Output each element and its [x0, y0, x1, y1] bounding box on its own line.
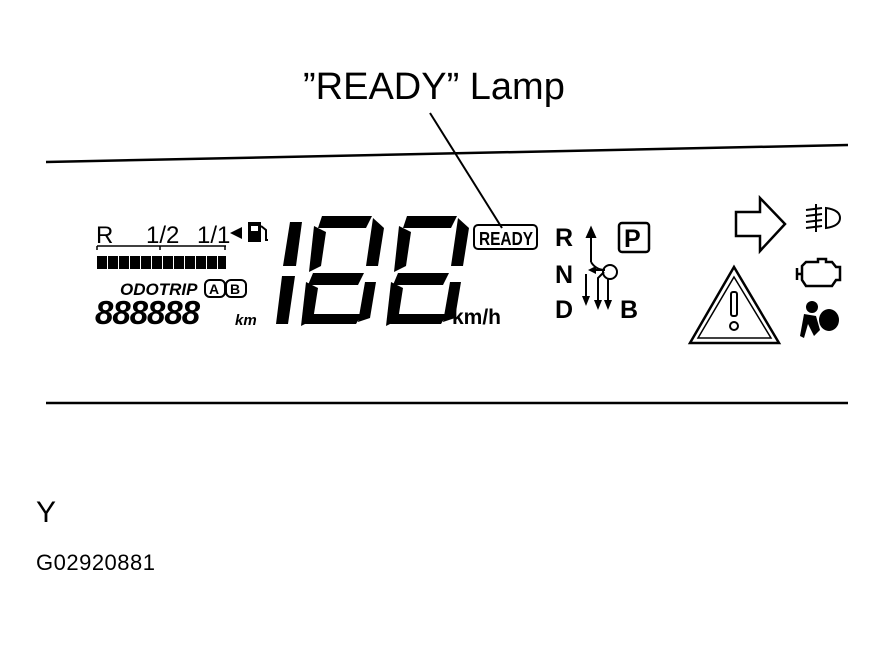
ready-indicator: READY	[473, 224, 538, 250]
odometer-unit: km	[235, 312, 257, 329]
fuel-bar	[97, 256, 226, 269]
fuel-scale: R 1/2 1/1	[96, 222, 268, 269]
shift-r: R	[555, 224, 573, 252]
shift-p: P	[624, 225, 641, 253]
callout-leader	[429, 112, 503, 229]
shift-indicator: R N D B P	[555, 221, 651, 324]
fuel-pump-icon	[230, 222, 268, 242]
fuel-scale-full: 1/1	[197, 222, 230, 249]
speed-unit: km/h	[452, 306, 501, 329]
top-border-line	[45, 143, 849, 164]
odotrip-text: ODOTRIP	[120, 280, 198, 299]
ready-text: READY	[479, 229, 533, 249]
axis-letter: Y	[36, 496, 57, 529]
fuel-scale-r: R	[96, 222, 113, 249]
odotrip-a: A	[209, 281, 219, 297]
odometer-digits: 888888	[95, 294, 201, 331]
figure-code: G02920881	[36, 550, 156, 575]
master-warning-triangle-icon	[687, 264, 782, 345]
callout-label: ”READY” Lamp	[303, 66, 565, 108]
shift-path-arrows	[582, 225, 618, 310]
shift-d: D	[555, 296, 573, 324]
shift-b: B	[620, 296, 638, 324]
check-engine-icon	[795, 257, 842, 288]
odometer: 888888 km	[95, 294, 257, 331]
speedometer-digits	[276, 216, 469, 326]
fog-lamp-icon	[805, 204, 842, 232]
shift-n: N	[555, 261, 573, 289]
airbag-icon	[800, 301, 839, 338]
fuel-scale-half: 1/2	[146, 222, 179, 249]
odotrip-b: B	[230, 281, 240, 297]
turn-signal-arrow-icon	[734, 194, 787, 255]
odotrip-label: ODOTRIP A B	[120, 279, 247, 299]
